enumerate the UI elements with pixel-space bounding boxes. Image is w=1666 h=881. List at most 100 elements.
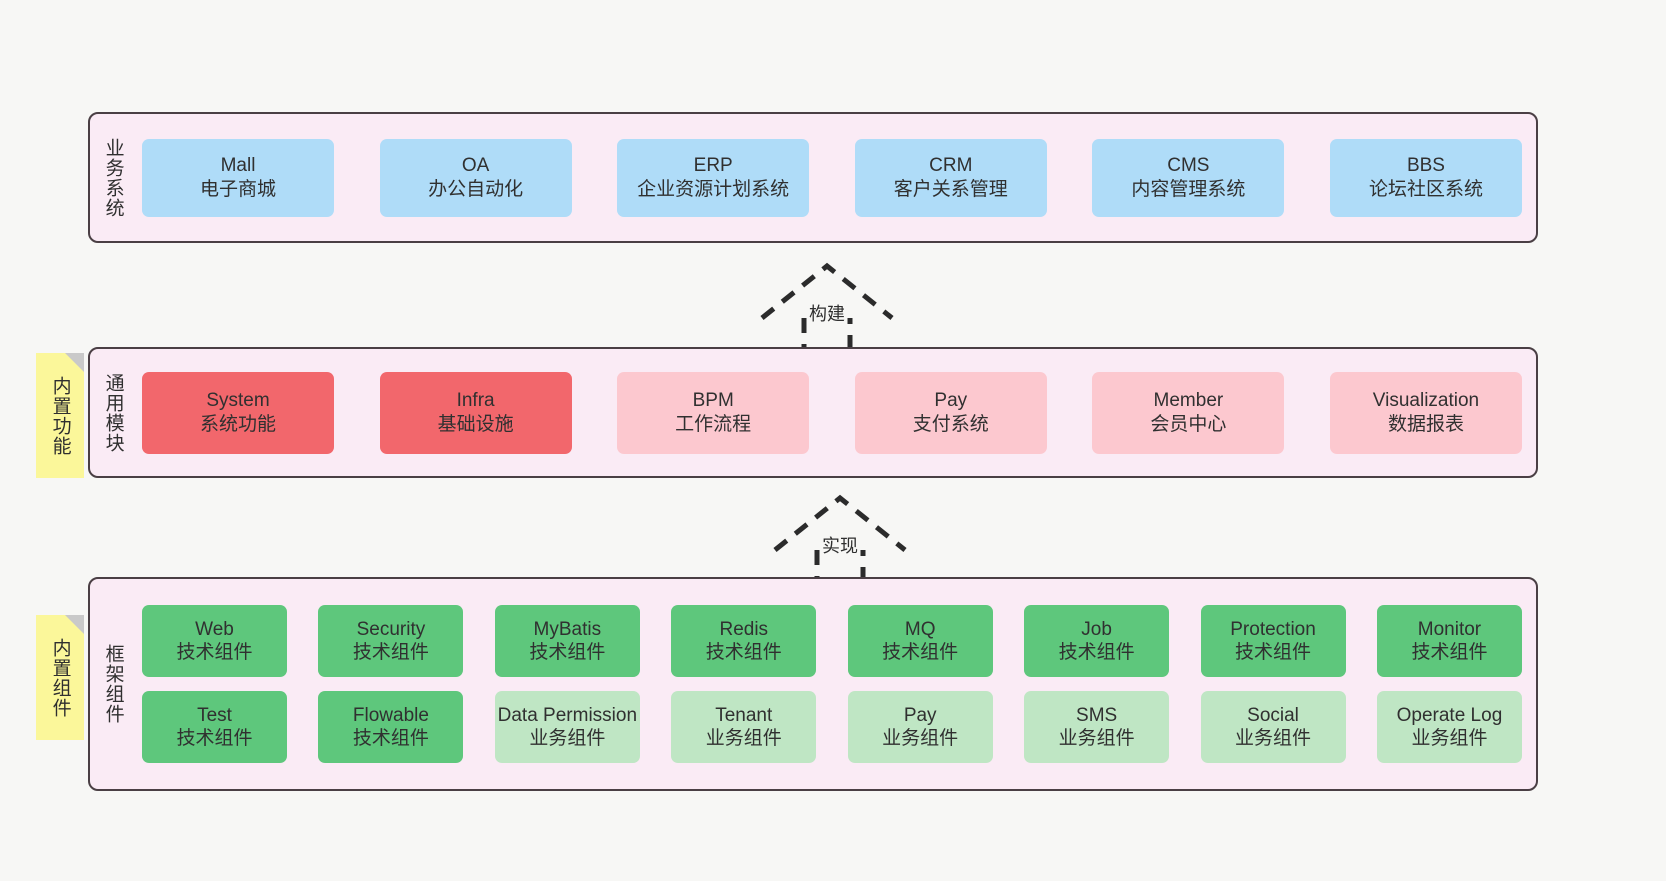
node-erp[interactable]: ERP 企业资源计划系统 <box>617 138 810 217</box>
layer-business-title: 业务系统 <box>102 137 124 218</box>
node-monitor[interactable]: Monitor 技术组件 <box>1376 605 1522 677</box>
sticky-tag-builtin-component-label: 内置组件 <box>49 637 71 718</box>
node-operate-log[interactable]: Operate Log 业务组件 <box>1376 691 1522 763</box>
node-erp-en: ERP <box>693 155 733 177</box>
node-crm-cn: 客户关系管理 <box>893 178 1008 200</box>
node-pay-component[interactable]: Pay 业务组件 <box>847 691 993 763</box>
node-system-cn: 系统功能 <box>199 413 276 435</box>
node-redis-cn: 技术组件 <box>705 642 782 663</box>
node-monitor-en: Monitor <box>1417 618 1482 640</box>
node-web[interactable]: Web 技术组件 <box>142 605 287 677</box>
node-security-en: Security <box>356 618 426 640</box>
node-sms-cn: 业务组件 <box>1058 728 1135 749</box>
arrow-shaft-build <box>801 318 853 353</box>
node-social[interactable]: Social 业务组件 <box>1200 691 1346 763</box>
arrow-head-build <box>760 262 894 320</box>
node-visualization-cn: 数据报表 <box>1387 413 1464 435</box>
node-mall-cn: 电子商城 <box>199 178 276 200</box>
node-mybatis-cn: 技术组件 <box>529 642 606 663</box>
node-cms-cn: 内容管理系统 <box>1131 178 1246 200</box>
node-system[interactable]: System 系统功能 <box>142 371 334 454</box>
node-social-en: Social <box>1247 704 1299 726</box>
node-mq-cn: 技术组件 <box>882 642 959 663</box>
node-protection-en: Protection <box>1230 618 1316 640</box>
node-bbs-en: BBS <box>1406 155 1445 177</box>
sticky-fold-icon <box>65 353 84 372</box>
node-flowable-en: Flowable <box>352 704 429 726</box>
node-sms-en: SMS <box>1076 704 1118 726</box>
node-mq-en: MQ <box>904 618 936 640</box>
framework-row-technical: Web 技术组件 Security 技术组件 MyBatis 技术组件 Redi… <box>142 605 1522 677</box>
arrow-head-implement <box>773 494 907 552</box>
layer-framework-title: 框架组件 <box>102 644 124 724</box>
node-pay-component-en: Pay <box>903 704 937 726</box>
node-member[interactable]: Member 会员中心 <box>1092 371 1285 454</box>
node-redis[interactable]: Redis 技术组件 <box>671 605 817 677</box>
node-flowable[interactable]: Flowable 技术组件 <box>318 691 464 763</box>
node-data-permission-cn: 业务组件 <box>529 728 606 749</box>
layer-common-modules[interactable]: 通用模块 System 系统功能 Infra 基础设施 BPM 工作流程 Pay… <box>88 347 1538 478</box>
node-web-en: Web <box>195 618 234 640</box>
node-bpm[interactable]: BPM 工作流程 <box>617 371 810 454</box>
node-pay-module-cn: 支付系统 <box>912 413 989 435</box>
node-bbs-cn: 论坛社区系统 <box>1368 178 1483 200</box>
sticky-tag-builtin-component[interactable]: 内置组件 <box>36 615 84 740</box>
layer-modules-body: System 系统功能 Infra 基础设施 BPM 工作流程 Pay 支付系统… <box>136 349 1536 476</box>
node-tenant[interactable]: Tenant 业务组件 <box>671 691 817 763</box>
node-test[interactable]: Test 技术组件 <box>142 691 287 763</box>
node-oa[interactable]: OA 办公自动化 <box>379 138 572 217</box>
node-tenant-cn: 业务组件 <box>705 728 782 749</box>
node-data-permission-en: Data Permission <box>497 704 638 726</box>
node-sms[interactable]: SMS 业务组件 <box>1024 691 1170 763</box>
node-security[interactable]: Security 技术组件 <box>318 605 464 677</box>
node-crm[interactable]: CRM 客户关系管理 <box>854 138 1047 217</box>
node-social-cn: 业务组件 <box>1235 728 1312 749</box>
node-redis-en: Redis <box>719 618 769 640</box>
node-tenant-en: Tenant <box>715 704 773 726</box>
node-infra-en: Infra <box>456 390 495 412</box>
node-member-cn: 会员中心 <box>1150 413 1227 435</box>
node-mq[interactable]: MQ 技术组件 <box>847 605 993 677</box>
node-mall[interactable]: Mall 电子商城 <box>142 138 334 217</box>
node-flowable-cn: 技术组件 <box>352 728 429 749</box>
node-infra[interactable]: Infra 基础设施 <box>379 371 572 454</box>
node-oa-en: OA <box>461 155 490 177</box>
node-member-en: Member <box>1153 390 1224 412</box>
layer-business-systems[interactable]: 业务系统 Mall 电子商城 OA 办公自动化 ERP 企业资源计划系统 CRM… <box>88 112 1538 243</box>
node-monitor-cn: 技术组件 <box>1411 642 1488 663</box>
node-test-en: Test <box>197 704 232 726</box>
node-cms[interactable]: CMS 内容管理系统 <box>1092 138 1285 217</box>
node-data-permission[interactable]: Data Permission 业务组件 <box>494 691 640 763</box>
node-web-cn: 技术组件 <box>176 642 253 663</box>
connector-implement: 实现 <box>765 490 915 586</box>
connector-build: 构建 <box>752 258 902 354</box>
node-protection[interactable]: Protection 技术组件 <box>1200 605 1346 677</box>
node-crm-en: CRM <box>929 155 973 177</box>
node-mall-en: Mall <box>220 155 256 177</box>
node-infra-cn: 基础设施 <box>437 413 514 435</box>
node-mybatis-en: MyBatis <box>533 618 602 640</box>
node-pay-module-en: Pay <box>934 390 968 412</box>
node-test-cn: 技术组件 <box>176 728 253 749</box>
node-pay-module[interactable]: Pay 支付系统 <box>854 371 1047 454</box>
sticky-tag-builtin-function-label: 内置功能 <box>49 375 71 456</box>
layer-framework-components[interactable]: 框架组件 Web 技术组件 Security 技术组件 MyBatis 技术组件… <box>88 577 1538 791</box>
node-protection-cn: 技术组件 <box>1235 642 1312 663</box>
node-job-en: Job <box>1081 618 1112 640</box>
node-pay-component-cn: 业务组件 <box>882 728 959 749</box>
framework-row-business: Test 技术组件 Flowable 技术组件 Data Permission … <box>142 691 1522 763</box>
node-bpm-cn: 工作流程 <box>675 413 752 435</box>
node-oa-cn: 办公自动化 <box>428 178 524 200</box>
node-mybatis[interactable]: MyBatis 技术组件 <box>494 605 640 677</box>
node-visualization-en: Visualization <box>1372 390 1480 412</box>
layer-modules-title: 通用模块 <box>102 372 124 453</box>
layer-business-body: Mall 电子商城 OA 办公自动化 ERP 企业资源计划系统 CRM 客户关系… <box>136 114 1536 241</box>
node-visualization[interactable]: Visualization 数据报表 <box>1329 371 1522 454</box>
node-job[interactable]: Job 技术组件 <box>1024 605 1170 677</box>
node-bbs[interactable]: BBS 论坛社区系统 <box>1329 138 1522 217</box>
node-operate-log-cn: 业务组件 <box>1411 728 1488 749</box>
sticky-tag-builtin-function[interactable]: 内置功能 <box>36 353 84 478</box>
node-bpm-en: BPM <box>692 390 734 412</box>
node-cms-en: CMS <box>1167 155 1210 177</box>
